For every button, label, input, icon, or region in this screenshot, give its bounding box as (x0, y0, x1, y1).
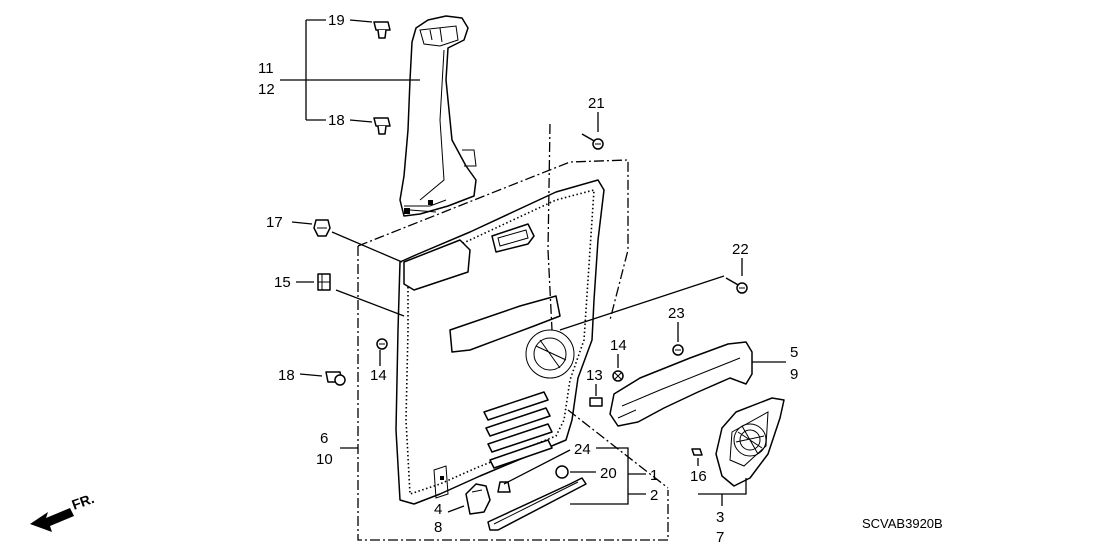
screw-icon (672, 344, 684, 356)
screw-icon (725, 277, 748, 294)
callout-7: 7 (716, 529, 724, 546)
clip-icon (325, 371, 346, 386)
callout-9: 9 (790, 366, 798, 383)
screw-icon (376, 338, 388, 350)
callout-12: 12 (258, 81, 275, 98)
clip-icon (373, 117, 391, 135)
callout-11: 11 (258, 60, 274, 77)
clip-icon (313, 219, 331, 237)
screw-icon (555, 465, 569, 479)
callout-14-left: 14 (370, 367, 387, 384)
callout-13: 13 (586, 367, 603, 384)
callout-15: 15 (274, 274, 291, 291)
callout-5: 5 (790, 344, 798, 361)
callout-labels: 19 11 12 18 17 15 14 18 6 10 4 8 21 22 2… (258, 12, 798, 546)
callout-22: 22 (732, 241, 749, 258)
callout-19: 19 (328, 12, 345, 29)
cover-plate (465, 483, 491, 515)
callout-16: 16 (690, 468, 707, 485)
callout-6: 6 (320, 430, 328, 447)
callout-18-lower: 18 (278, 367, 295, 384)
clip-icon (589, 397, 603, 407)
callout-14-right: 14 (610, 337, 627, 354)
front-direction-arrow-icon (30, 508, 74, 532)
callout-24: 24 (574, 441, 591, 458)
grab-handle (609, 341, 753, 427)
callout-2: 2 (650, 487, 658, 504)
diagram-code: SCVAB3920B (862, 516, 943, 531)
clip-icon (373, 21, 391, 39)
speaker-grille (715, 397, 785, 487)
front-indicator-label: FR. (70, 490, 97, 513)
clip-icon (691, 448, 703, 456)
screw-icon (581, 133, 604, 150)
callout-1: 1 (650, 467, 658, 484)
assembly-frame-lines (357, 159, 669, 541)
clip-icon (612, 370, 624, 382)
callout-23: 23 (668, 305, 685, 322)
callout-4: 4 (434, 501, 442, 518)
garnish-strip (487, 477, 587, 531)
callout-18-upper: 18 (328, 112, 345, 129)
clip-icon (497, 481, 511, 493)
callout-21: 21 (588, 95, 605, 112)
clip-icon (317, 273, 331, 291)
callout-8: 8 (434, 519, 442, 536)
callout-17: 17 (266, 214, 283, 231)
door-lining (395, 123, 605, 505)
leader-lines (280, 19, 786, 513)
callout-10: 10 (316, 451, 333, 468)
callout-20: 20 (600, 465, 617, 482)
pillar-trim (399, 15, 477, 217)
callout-3: 3 (716, 509, 724, 526)
